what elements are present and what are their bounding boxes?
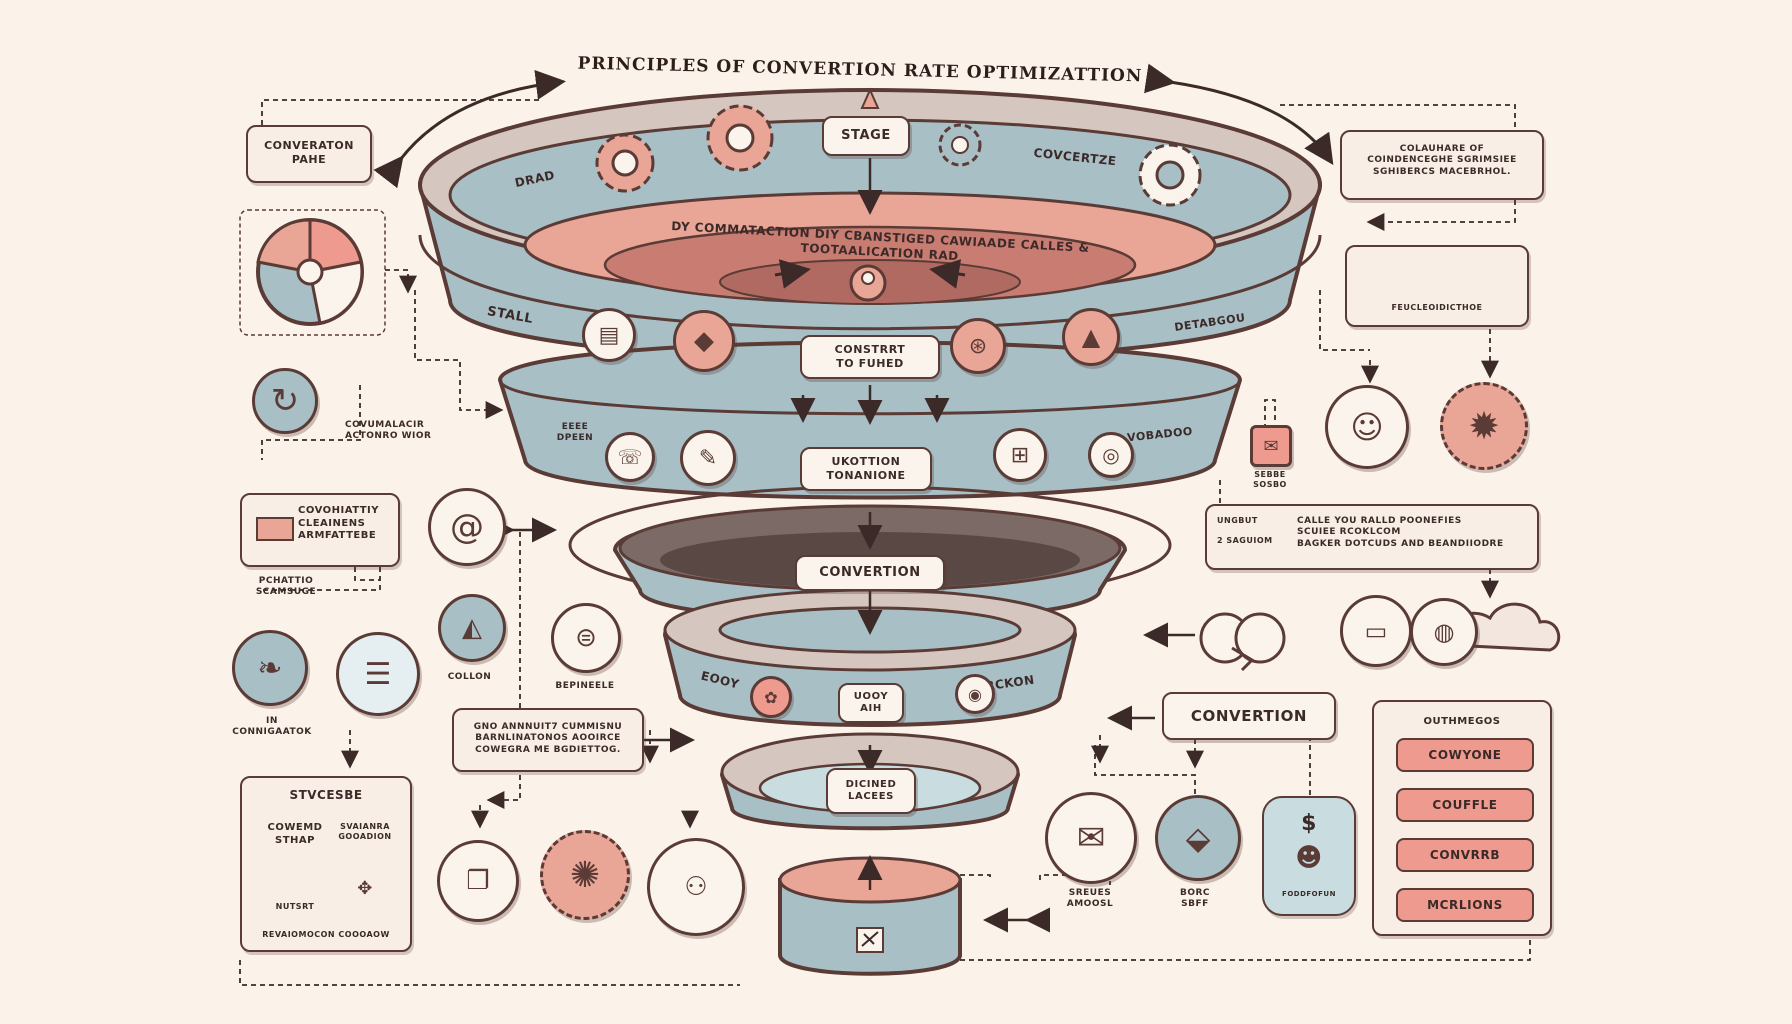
sebe-text: SEBBE SOSBO: [1253, 470, 1287, 489]
customer-card: $ ☻ FODDFOFUN: [1262, 796, 1356, 916]
dollar-icon: $: [1301, 811, 1317, 836]
outcome-button-2[interactable]: COUFFLE: [1396, 788, 1534, 822]
outcome-button-3[interactable]: CONVRRB: [1396, 838, 1534, 872]
person-icon: ☻: [1295, 843, 1323, 873]
borc-text: BORC SBFF: [1179, 888, 1211, 910]
dashed-connectors: [239, 90, 1531, 986]
strategies-footer: REVAIOMOCON COOOAOW: [262, 930, 390, 939]
mortarboard-icon: ⬙: [1155, 795, 1241, 881]
gear-icon: [706, 104, 774, 172]
contrast-label[interactable]: CONSTRRT TO FUHED: [800, 335, 940, 379]
convertion-stage-label[interactable]: CONVERTION: [795, 555, 945, 591]
strategies-title: STVCESBE: [289, 788, 363, 802]
funnel-base: [778, 856, 962, 976]
target-icon: ◎: [1088, 432, 1134, 478]
coin-icon: ◉: [955, 674, 995, 714]
phone-icon: ☏: [605, 432, 655, 482]
pin-icon: ✥: [357, 878, 373, 899]
network-icon: [1199, 612, 1286, 672]
note-box-text: GNO ANNNUIT7 CUMMISNU BARNLINATONOS AOOI…: [473, 722, 623, 755]
at-sign-icon: @: [428, 488, 506, 566]
tip-left-text: UNGBUT 2 SAGUIOM: [1217, 516, 1273, 545]
user-profile-icon: ☺: [1325, 385, 1409, 469]
solid-arrows: [490, 517, 1195, 933]
collon-text: COLLON: [447, 672, 492, 682]
tip-callout-box: UNGBUT 2 SAGUIOM CALLE YOU RALLD POONEFI…: [1205, 504, 1539, 570]
outcome-button-1[interactable]: COWYONE: [1396, 738, 1534, 772]
pie-chart-icon: [239, 209, 386, 336]
strategies-box: STVCESBE COWEMD STHAP SVAIANRA GOOADION …: [240, 776, 412, 952]
bepineele-text: BEPINEELE: [555, 681, 615, 691]
note-box: GNO ANNNUIT7 CUMMISNU BARNLINATONOS AOOI…: [452, 708, 644, 772]
gear-icon: [938, 123, 982, 167]
refresh-icon: ↻: [252, 368, 318, 434]
folder-icon: ▭: [1340, 595, 1412, 667]
collaboration-text: COLAUHARE OF COINDENCEGHE SGRIMSIEE SGHI…: [1367, 144, 1517, 177]
pchattio-text: PCHATTIO SCAMSUGE: [255, 576, 317, 598]
compass-icon: ⊛: [950, 318, 1006, 374]
triangle-icon: [860, 87, 880, 109]
sreues-text: SREUES AMOOSL: [1066, 888, 1114, 910]
center-flow-arrows: [790, 158, 950, 890]
screen-icon: [256, 517, 294, 541]
warning-triangle-icon: ▲: [1062, 308, 1120, 366]
document-list-icon: ☰: [336, 632, 420, 716]
outcomes-title: OUTHMEGOS: [1423, 716, 1501, 727]
outcome-button-4[interactable]: MCRLIONS: [1396, 888, 1534, 922]
document-icon: ▤: [582, 308, 636, 362]
convertion-button[interactable]: CONVERTION: [1162, 692, 1336, 740]
in-connection-text: IN CONNIGAATOK: [232, 716, 312, 738]
gear-icon: [595, 133, 655, 193]
collaboration-box: COLAUHARE OF COINDENCEGHE SGRIMSIEE SGHI…: [1340, 130, 1544, 200]
band4-center-label[interactable]: UOOY AIH: [838, 683, 904, 723]
clipboard-icon: ✎: [680, 430, 736, 486]
cube-icon: ◆: [673, 310, 735, 372]
cleanness-box: COVOHIATTIY CLEAINENS ARMFATTEBE: [240, 493, 400, 567]
gear-icon: [1138, 143, 1202, 207]
grid-tile-3[interactable]: NUTSRT: [275, 902, 315, 911]
globe-icon: ◍: [1410, 598, 1478, 666]
stage-label[interactable]: STAGE: [822, 116, 910, 156]
behavior-text: COVUMALACIR ACTONRO WIOR: [345, 420, 432, 442]
chart-bars-icon: ⊞: [993, 428, 1047, 482]
cleanness-text: COVOHIATTIY CLEAINENS ARMFATTEBE: [298, 505, 380, 541]
tip-right-text: CALLE YOU RALLD POONEFIES SCUIEE RCOKLCO…: [1297, 516, 1504, 549]
leaf-icon: ❧: [232, 630, 308, 706]
left-band2-text: EEEE DPEEN: [556, 422, 594, 444]
settings-cog-icon: ✹: [1440, 382, 1528, 470]
title-right-arrow: [1144, 63, 1334, 165]
documents-icon: ❐: [437, 840, 519, 922]
settings-gear-icon: ✺: [540, 830, 630, 920]
conversion-page-box: CONVERATON PAHE: [246, 125, 372, 183]
conversion-page-text: CONVERATON PAHE: [264, 139, 354, 166]
lock-icon: ⊜: [551, 603, 621, 673]
email-icon: ✉: [1250, 425, 1292, 467]
ukottion-label[interactable]: UKOTTION TONANIONE: [800, 447, 932, 491]
dicined-label[interactable]: DICINED LACEES: [826, 768, 916, 814]
grid-tile-2[interactable]: SVAIANRA GOOADION: [338, 822, 392, 841]
grid-tile-1[interactable]: COWEMD STHAP: [267, 822, 323, 846]
user-icon: [849, 264, 887, 302]
graduation-cap-icon: ◭: [438, 594, 506, 662]
envelope-icon: ✉: [1045, 792, 1137, 884]
customer-card-text: FODDFOFUN: [1282, 890, 1336, 898]
brain-icon: ✿: [750, 676, 792, 718]
title-left-arrow: [373, 69, 566, 189]
analytics-box: FEUCLEOIDICTHOE: [1345, 245, 1529, 327]
analytics-caption: FEUCLEOIDICTHOE: [1391, 303, 1483, 312]
people-icon: ⚇: [647, 838, 745, 936]
